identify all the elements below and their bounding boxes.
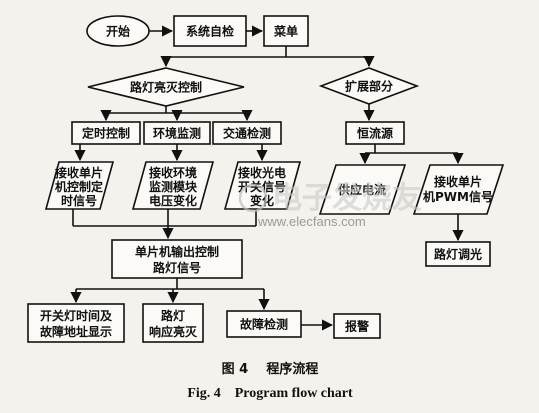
watermark: 电子发烧友 www.elecfans.com [238, 181, 422, 229]
recv-photo-signal-line3: 变化 [250, 193, 274, 208]
alarm-box [333, 313, 381, 339]
start-label: 开始 [106, 24, 130, 39]
street-light-control-label: 路灯亮灭控制 [130, 80, 202, 95]
watermark-url: www.elecfans.com [257, 214, 366, 229]
fault-detect-label: 故障检测 [240, 317, 288, 332]
watermark-logo-icon [238, 183, 268, 213]
mcu-output-line2: 路灯信号 [153, 260, 201, 275]
caption-chinese: 图 4 程序流程 [222, 361, 319, 377]
recv-photo-signal-line2: 开关信号 [238, 179, 286, 194]
timer-control-box [71, 121, 141, 145]
supply-current-parallelogram [318, 164, 407, 215]
alarm-label: 报警 [345, 319, 369, 334]
traffic-detect-box [212, 121, 282, 145]
connectors [70, 25, 464, 331]
timer-control-label: 定时控制 [82, 126, 130, 141]
switch-display-line2: 故障地址显示 [40, 324, 112, 339]
recv-mcu-timer-parallelogram [44, 161, 115, 210]
light-respond-box [142, 303, 204, 343]
recv-mcu-timer-line2: 机控制定 [55, 179, 103, 194]
self-check-box [173, 15, 247, 47]
recv-photo-signal-parallelogram [223, 161, 302, 210]
recv-env-module-line3: 电压变化 [149, 193, 197, 208]
caption-english: Fig. 4 Program flow chart [187, 386, 353, 401]
recv-mcu-pwm-line2: 机PWM信号 [423, 189, 493, 204]
light-respond-line1: 路灯 [161, 308, 185, 323]
dimming-box [425, 241, 491, 267]
supply-current-label: 供应电流 [337, 182, 386, 197]
mcu-output-box [111, 239, 243, 279]
watermark-logo-text: 电子发烧友 [272, 181, 422, 216]
extension-label: 扩展部分 [345, 79, 393, 94]
dimming-label: 路灯调光 [434, 247, 482, 262]
recv-mcu-timer-line1: 接收单片 [55, 165, 103, 180]
recv-mcu-pwm-parallelogram [412, 164, 505, 215]
recv-mcu-pwm-line1: 接收单片 [434, 174, 482, 189]
light-respond-line2: 响应亮灭 [149, 324, 198, 339]
recv-env-module-parallelogram [131, 161, 215, 210]
fault-detect-box [226, 310, 302, 338]
switch-display-box [27, 303, 125, 343]
recv-mcu-timer-line3: 时信号 [61, 193, 97, 208]
recv-photo-signal-line1: 接收光电 [238, 165, 286, 180]
constant-current-label: 恒流源 [357, 126, 393, 141]
menu-label: 菜单 [273, 24, 298, 39]
recv-env-module-line1: 接收环境 [149, 165, 197, 180]
mcu-output-line1: 单片机输出控制 [135, 244, 219, 259]
menu-box [263, 15, 309, 47]
recv-env-module-line2: 监测模块 [149, 179, 198, 194]
traffic-detect-label: 交通检测 [223, 126, 271, 141]
self-check-label: 系统自检 [186, 24, 234, 39]
switch-display-line1: 开关灯时间及 [40, 308, 113, 323]
env-monitor-label: 环境监测 [153, 126, 201, 141]
